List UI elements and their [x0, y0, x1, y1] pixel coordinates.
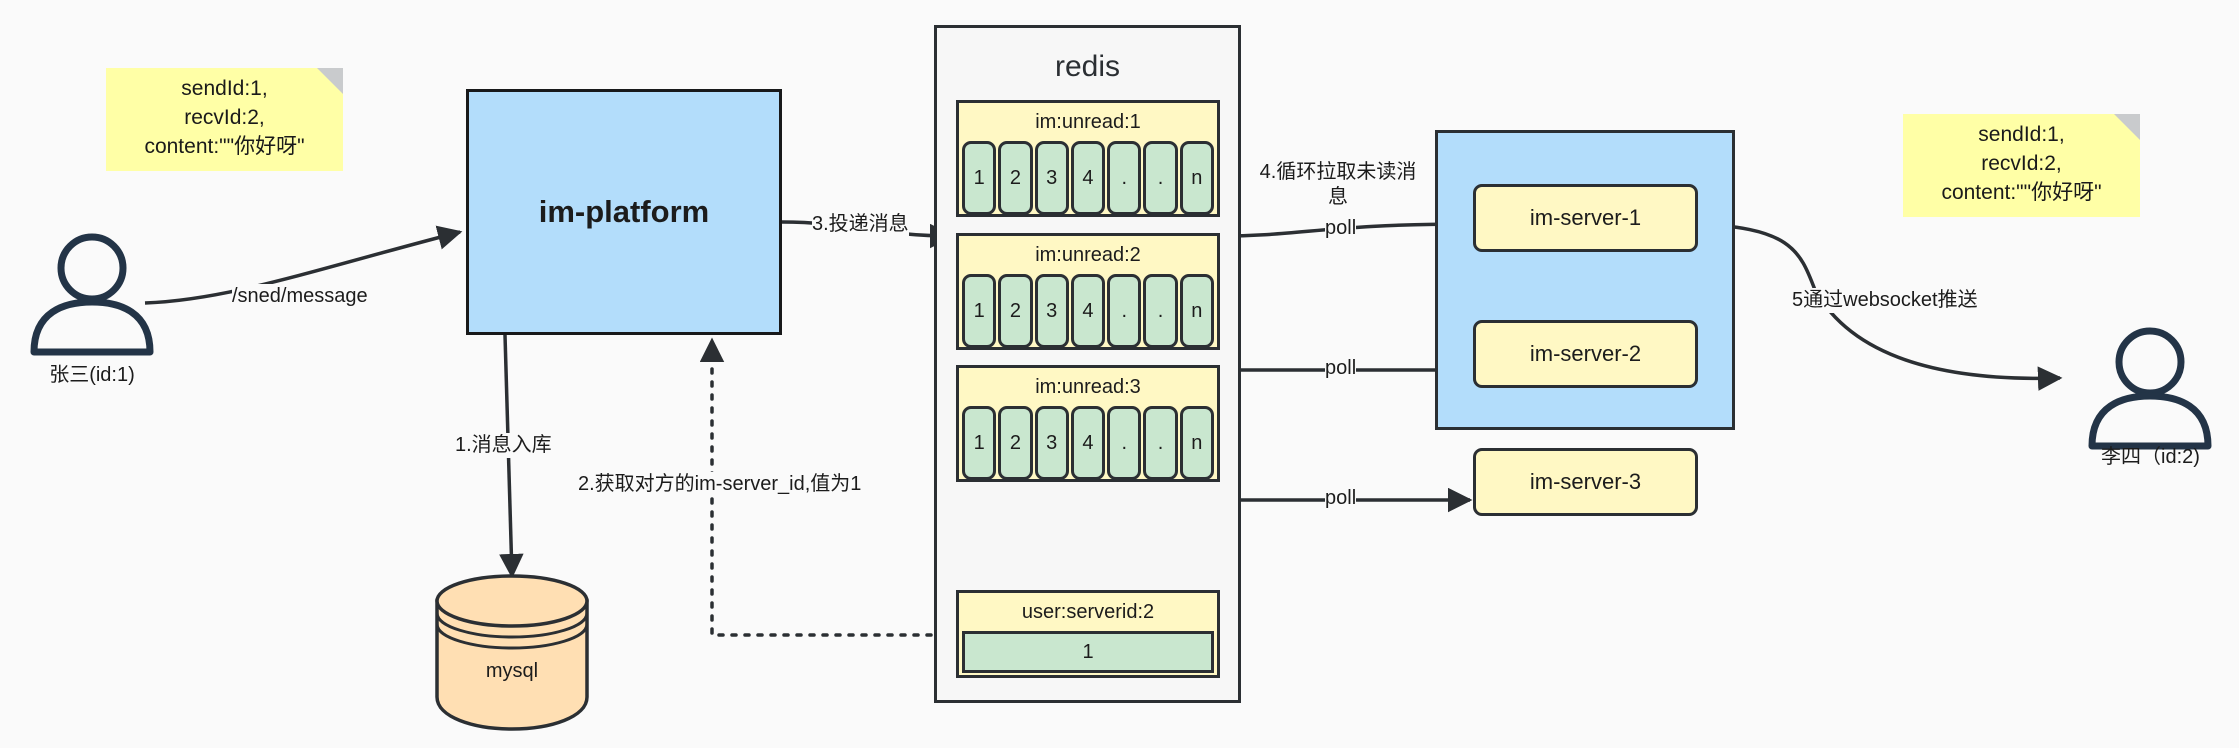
note-fold-corner: [2114, 114, 2140, 140]
edge-label-step3: 3.投递消息: [812, 212, 909, 237]
redis-cell[interactable]: .: [1107, 406, 1142, 480]
redis-key-label: im:unread:3: [1035, 376, 1141, 398]
redis-cell[interactable]: .: [1107, 141, 1142, 215]
node-im-platform[interactable]: im-platform: [466, 89, 782, 335]
redis-cell[interactable]: n: [1179, 406, 1214, 480]
edge-label-poll-2: poll: [1325, 356, 1357, 381]
redis-cell-row: 1 2 3 4 . . n: [959, 406, 1217, 484]
sender-caption: 张三(id:1): [49, 364, 135, 386]
redis-cell[interactable]: .: [1107, 274, 1142, 348]
note-line: sendId:1,: [1978, 123, 2065, 146]
redis-serverid-block[interactable]: user:serverid:2 1: [956, 590, 1220, 678]
redis-cell[interactable]: 1: [962, 406, 997, 480]
node-im-server-3[interactable]: im-server-3: [1473, 448, 1698, 516]
node-redis-title: redis: [1054, 50, 1121, 83]
node-im-platform-label: im-platform: [538, 194, 710, 229]
note-fold-corner: [317, 68, 343, 94]
redis-cell[interactable]: 1: [962, 141, 997, 215]
edge-label-poll-3: poll: [1325, 486, 1357, 511]
redis-key-label: im:unread:2: [1035, 244, 1141, 266]
mysql-cylinder-icon: [435, 574, 589, 731]
redis-cell[interactable]: n: [1179, 274, 1214, 348]
edge-label-step2: 2.获取对方的im-server_id,值为1: [578, 472, 862, 497]
node-im-server-2-label: im-server-2: [1529, 341, 1642, 366]
note-line: recvId:2,: [184, 106, 265, 129]
redis-cell[interactable]: 2: [998, 141, 1033, 215]
redis-serverid-value[interactable]: 1: [962, 631, 1214, 673]
note-line: recvId:2,: [1981, 152, 2062, 175]
note-line: sendId:1,: [181, 77, 268, 100]
note-receiver-payload: sendId:1, recvId:2, content:""你好呀": [1903, 114, 2140, 217]
redis-cell[interactable]: 3: [1034, 406, 1069, 480]
redis-cell[interactable]: .: [1143, 406, 1178, 480]
redis-cell[interactable]: n: [1179, 141, 1214, 215]
sender-person-icon: [30, 233, 154, 356]
redis-key-block[interactable]: im:unread:3 1 2 3 4 . . n: [956, 365, 1220, 482]
redis-cell[interactable]: 4: [1070, 274, 1106, 348]
redis-cell[interactable]: 4: [1070, 406, 1106, 480]
note-sender-payload: sendId:1, recvId:2, content:""你好呀": [106, 68, 343, 171]
redis-cell[interactable]: 2: [998, 274, 1033, 348]
receiver-caption: 李四（id:2): [2101, 446, 2200, 468]
redis-key-label: im:unread:1: [1035, 111, 1141, 133]
edge-label-step1: 1.消息入库: [455, 433, 552, 458]
note-line: content:""你好呀": [144, 135, 305, 158]
redis-cell[interactable]: 4: [1070, 141, 1106, 215]
node-redis-container: redis im:unread:1 1 2 3 4 . . n im:unrea…: [934, 25, 1241, 703]
node-im-server-2[interactable]: im-server-2: [1473, 320, 1698, 388]
node-im-server-3-label: im-server-3: [1529, 469, 1642, 494]
redis-serverid-key: user:serverid:2: [1021, 601, 1155, 623]
edge-label-send-message: /sned/message: [232, 284, 368, 309]
redis-cell-row: 1 2 3 4 . . n: [959, 274, 1217, 352]
redis-cell[interactable]: .: [1143, 274, 1178, 348]
redis-cell[interactable]: .: [1143, 141, 1178, 215]
redis-key-block[interactable]: im:unread:2 1 2 3 4 . . n: [956, 233, 1220, 350]
redis-key-block[interactable]: im:unread:1 1 2 3 4 . . n: [956, 100, 1220, 217]
redis-cell[interactable]: 1: [962, 274, 997, 348]
node-mysql-label: mysql: [485, 660, 539, 682]
edge-label-step5: 5通过websocket推送: [1792, 288, 1978, 313]
node-im-server-1[interactable]: im-server-1: [1473, 184, 1698, 252]
node-im-server-1-label: im-server-1: [1529, 205, 1642, 230]
redis-cell[interactable]: 2: [998, 406, 1033, 480]
edge-label-poll-1: poll: [1325, 216, 1357, 241]
redis-cell[interactable]: 3: [1034, 141, 1069, 215]
note-line: content:""你好呀": [1941, 181, 2102, 204]
edge-label-step4: 4.循环拉取未读消息: [1258, 160, 1418, 210]
redis-cell-row: 1 2 3 4 . . n: [959, 141, 1217, 219]
receiver-person-icon: [2088, 327, 2212, 450]
redis-cell[interactable]: 3: [1034, 274, 1069, 348]
